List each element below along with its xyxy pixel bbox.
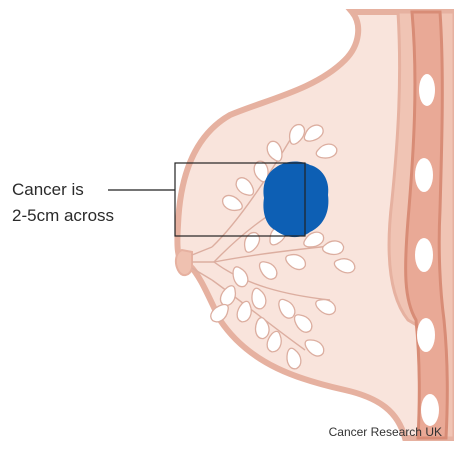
tumour-blob: [263, 162, 328, 238]
rib-2: [415, 158, 433, 192]
rib-1: [419, 74, 435, 106]
size-label-line-2: 2-5cm across: [12, 206, 114, 226]
credit-text: Cancer Research UK: [329, 425, 442, 439]
size-label-line-1: Cancer is: [12, 180, 84, 200]
rib-3: [415, 238, 433, 272]
rib-5: [421, 394, 439, 426]
rib-4: [417, 318, 435, 352]
